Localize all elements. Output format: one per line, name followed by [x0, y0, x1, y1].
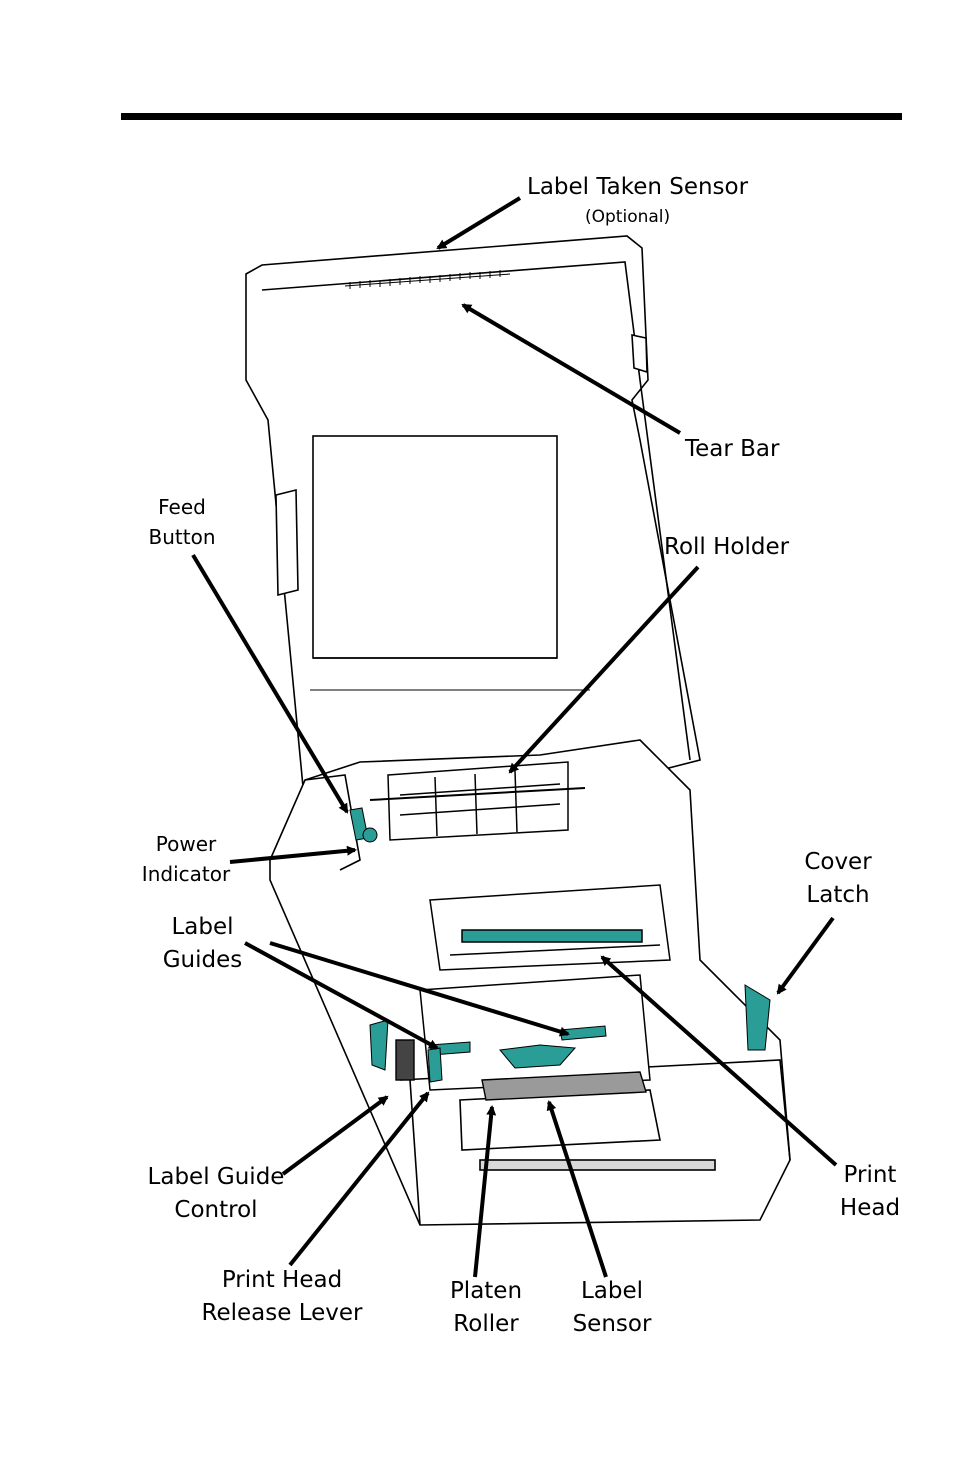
teal-parts: [349, 807, 771, 1083]
label-guides-line-2: Guides: [162, 947, 243, 973]
cover-latch-line-1: Cover: [804, 849, 872, 875]
label-sensor-label: Label Sensor: [567, 1275, 657, 1341]
print-head-label: Print Head: [832, 1159, 908, 1225]
platen-roller-line-2: Roller: [453, 1311, 519, 1337]
platen-roller-shape: [395, 1039, 647, 1101]
label-sensor-line-2: Sensor: [572, 1311, 652, 1337]
cover-latch-line-2: Latch: [806, 882, 870, 908]
power-indicator-line-1: Power: [155, 832, 217, 856]
label-guides-label: Label Guides: [155, 911, 250, 977]
print-head-release-lever-label: Print Head Release Lever: [200, 1264, 364, 1330]
feed-button-label: Feed Button: [140, 492, 224, 552]
feed-button-line-2: Button: [148, 525, 216, 549]
platen-roller-label: Platen Roller: [442, 1275, 530, 1341]
power-indicator-line-2: Indicator: [141, 862, 231, 886]
label-taken-sensor-label: Label Taken Sensor: [527, 174, 749, 200]
feed-button-line-1: Feed: [158, 495, 206, 519]
print-head-assembly: [419, 884, 671, 1091]
label-guide-control-line-1: Label Guide: [147, 1164, 285, 1190]
optional-note: (Optional): [585, 207, 671, 227]
platen-roller-line-1: Platen: [449, 1278, 523, 1304]
top-cover: [245, 235, 701, 862]
label-guides-line-1: Label: [171, 914, 234, 940]
label-guide-control-label: Label Guide Control: [145, 1161, 287, 1227]
print-head-line-2: Head: [839, 1195, 901, 1221]
tear-bar-label: Tear Bar: [685, 436, 780, 462]
label-guide-control-line-2: Control: [174, 1197, 258, 1223]
tear-bar-teeth: [344, 270, 511, 289]
header-rule: [121, 113, 902, 120]
release-lever-line-2: Release Lever: [201, 1300, 363, 1326]
print-head-line-1: Print: [843, 1162, 897, 1188]
label-sensor-line-1: Label: [580, 1278, 644, 1304]
release-lever-line-1: Print Head: [221, 1267, 343, 1293]
roll-holder-shape: [369, 761, 586, 841]
cover-latch-label: Cover Latch: [792, 846, 884, 912]
callout-arrows: [191, 196, 838, 1278]
roll-holder-label: Roll Holder: [664, 534, 790, 560]
power-indicator-label: Power Indicator: [135, 829, 237, 889]
